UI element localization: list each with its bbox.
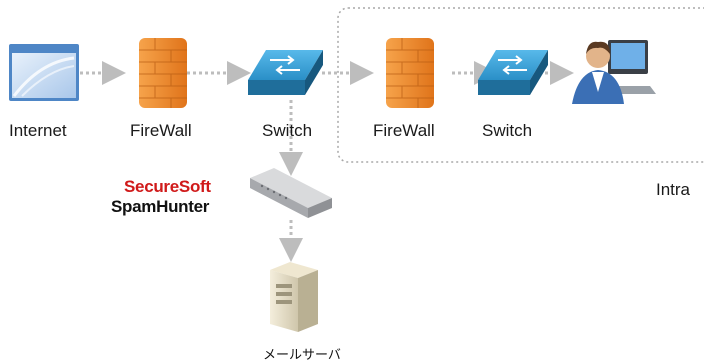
user-computer-icon (572, 40, 656, 104)
spam-filter-brand-line1: SecureSoft (124, 177, 211, 196)
spam-filter-brand-line2: SpamHunter (111, 197, 210, 216)
firewall-inner-label: FireWall (373, 121, 435, 140)
connectors (80, 61, 574, 262)
switch-icon (478, 50, 548, 95)
switch-inner-label: Switch (482, 121, 533, 140)
switch-outer-label: Switch (262, 121, 313, 140)
server-tower-icon (270, 262, 318, 332)
intranet-zone-label: Intra (656, 180, 691, 199)
intranet-zone-border (337, 7, 704, 163)
internet-label: Internet (9, 121, 67, 140)
firewall-icon (386, 38, 434, 108)
browser-window-icon (9, 44, 79, 101)
firewall-outer-label: FireWall (130, 121, 192, 140)
firewall-icon (139, 38, 187, 108)
network-appliance-icon (250, 168, 332, 218)
switch-icon (248, 50, 323, 95)
mail-server-label: メールサーバ (263, 348, 341, 363)
